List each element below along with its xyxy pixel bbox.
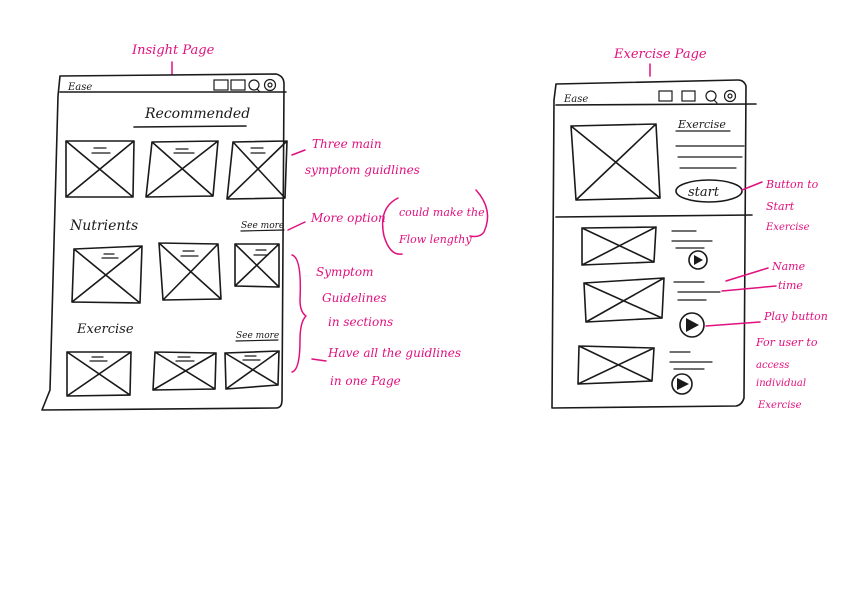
- hero-exercise-title: Exercise: [677, 118, 726, 131]
- start-button-label[interactable]: start: [688, 185, 720, 200]
- exercise-app-name: Ease: [563, 94, 588, 105]
- image-placeholder[interactable]: [145, 140, 219, 198]
- profile-icon[interactable]: [723, 89, 737, 103]
- insight-page-frame: [41, 73, 287, 411]
- image-placeholder[interactable]: [71, 245, 143, 304]
- nutrients-link-underline: [240, 229, 285, 232]
- svg-text:Flow lengthy: Flow lengthy: [398, 233, 472, 246]
- exercise-list-item: [583, 277, 721, 338]
- svg-text:For user to: For user to: [755, 336, 818, 349]
- svg-text:Three main: Three main: [312, 137, 382, 151]
- nutrients-card-row: [71, 242, 280, 304]
- exercise-see-more-link[interactable]: See more: [236, 331, 279, 341]
- recommended-card-row: [65, 140, 288, 200]
- name-time-lines: [669, 351, 713, 370]
- play-icon: [686, 318, 699, 332]
- image-placeholder[interactable]: [577, 345, 655, 385]
- image-placeholder[interactable]: [152, 351, 217, 391]
- square-icon[interactable]: [230, 79, 246, 91]
- exercise-link-underline: [235, 339, 279, 342]
- exercise-card-row: [66, 350, 280, 397]
- svg-text:individual: individual: [756, 378, 806, 389]
- square-icon[interactable]: [681, 90, 696, 102]
- insight-page-title: Insight Page: [131, 43, 215, 58]
- image-placeholder[interactable]: [224, 350, 280, 390]
- svg-text:access: access: [756, 360, 789, 371]
- nutrients-see-more-link[interactable]: See more: [241, 221, 284, 231]
- svg-text:Name: Name: [771, 260, 806, 273]
- annotation-more-option: More option could make the Flow lengthy: [287, 189, 489, 255]
- image-placeholder[interactable]: [581, 226, 657, 266]
- play-button[interactable]: [688, 250, 708, 270]
- svg-text:in one Page: in one Page: [330, 374, 401, 388]
- play-icon: [677, 378, 689, 390]
- square-icon[interactable]: [213, 79, 229, 91]
- svg-text:symptom guidlines: symptom guidlines: [305, 163, 420, 177]
- square-icon[interactable]: [658, 90, 673, 102]
- image-placeholder[interactable]: [226, 140, 288, 200]
- image-placeholder[interactable]: [234, 243, 280, 288]
- profile-icon[interactable]: [263, 78, 277, 92]
- annotation-play-button: Play button For user to access individua…: [705, 310, 828, 411]
- play-button[interactable]: [679, 312, 705, 338]
- search-icon[interactable]: [248, 79, 260, 91]
- exercise-page-title: Exercise Page: [613, 47, 707, 62]
- exercise-page-frame: [551, 79, 757, 409]
- exercise-list-item: [577, 345, 713, 395]
- svg-text:Guidelines: Guidelines: [322, 291, 387, 305]
- exercise-section-title: Exercise: [76, 322, 134, 337]
- name-time-lines: [671, 230, 713, 249]
- insight-header-icons: [213, 78, 277, 93]
- annotation-three-main: Three main symptom guidlines: [291, 137, 420, 177]
- hero-image-placeholder: [570, 123, 661, 201]
- svg-text:Start: Start: [766, 200, 795, 213]
- annotation-symptom-guidelines: Symptom Guidelines in sections Have all …: [291, 254, 461, 388]
- svg-text:Button to: Button to: [765, 178, 819, 191]
- svg-text:could make the: could make the: [399, 206, 485, 219]
- play-icon: [694, 255, 703, 265]
- image-placeholder[interactable]: [583, 277, 665, 323]
- nutrients-title: Nutrients: [69, 218, 138, 234]
- svg-text:Play button: Play button: [763, 310, 828, 323]
- svg-text:Exercise: Exercise: [765, 222, 810, 233]
- exercise-list-item: [581, 226, 713, 270]
- image-placeholder[interactable]: [65, 140, 135, 198]
- hero-description-lines: [675, 145, 745, 169]
- svg-text:Have all the guidlines: Have all the guidlines: [327, 346, 461, 360]
- name-time-lines: [673, 281, 721, 301]
- svg-text:in sections: in sections: [328, 315, 393, 329]
- recommended-underline: [133, 125, 247, 128]
- start-button[interactable]: start: [675, 179, 743, 203]
- recommended-title: Recommended: [144, 106, 250, 122]
- svg-text:Symptom: Symptom: [316, 265, 374, 279]
- search-icon[interactable]: [705, 90, 717, 102]
- svg-text:More option: More option: [310, 211, 386, 225]
- insight-app-name: Ease: [67, 82, 92, 93]
- play-button[interactable]: [671, 373, 693, 395]
- image-placeholder[interactable]: [66, 351, 132, 397]
- annotation-start-button: Button to Start Exercise: [741, 178, 819, 233]
- svg-text:time: time: [778, 279, 803, 292]
- image-placeholder[interactable]: [158, 242, 222, 301]
- svg-text:Exercise: Exercise: [757, 400, 802, 411]
- annotation-name-time: Name time: [721, 260, 806, 292]
- exercise-header-icons: [658, 89, 737, 104]
